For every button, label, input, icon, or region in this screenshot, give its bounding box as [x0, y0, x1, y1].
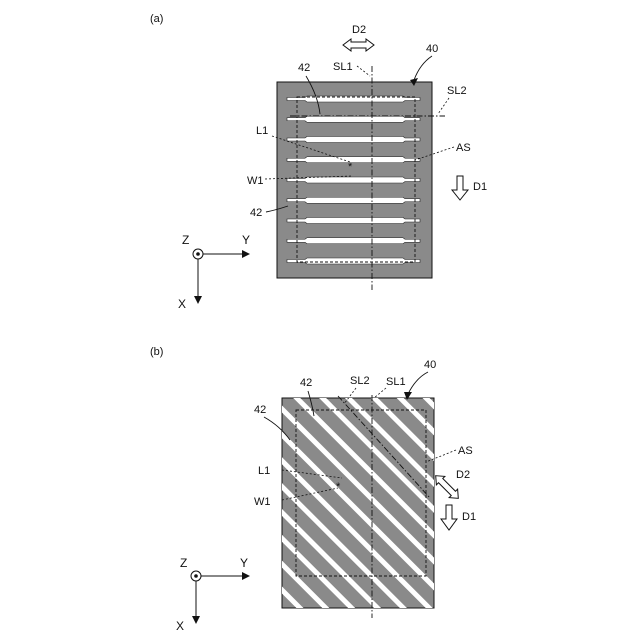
axes-b: Z Y X — [176, 556, 250, 633]
slit-lower-label-a: 42 — [250, 207, 262, 219]
slit-a — [287, 258, 420, 264]
centre-mark-b: * — [336, 481, 341, 493]
leader-40-a — [414, 56, 432, 80]
sl1-label-b: SL1 — [386, 376, 406, 388]
d2-label-b: D2 — [456, 469, 470, 481]
slit-a — [287, 137, 420, 143]
sl1-leader-b — [374, 388, 386, 398]
part-label-b: 40 — [424, 359, 436, 371]
panel-b: (b) * 40 SL2 SL1 42 42 AS — [85, 346, 640, 633]
sl2-label-b: SL2 — [350, 375, 370, 387]
sl2-leader-a — [438, 98, 449, 114]
panel-b-tag: (b) — [150, 346, 163, 358]
d2-label-a: D2 — [352, 24, 366, 36]
w1-label-a: W1 — [247, 175, 264, 187]
sl1-leader-a — [357, 66, 370, 76]
slit-left-label-b: 42 — [254, 404, 266, 416]
l1-label-a: L1 — [256, 125, 268, 137]
axis-z-a: Z — [182, 233, 189, 247]
axis-x-a: X — [178, 297, 186, 311]
d1-label-b: D1 — [462, 511, 476, 523]
slit-a — [287, 157, 420, 163]
slit-label-b: 42 — [300, 377, 312, 389]
d2-arrow-a — [343, 39, 374, 51]
sl1-label-a: SL1 — [333, 61, 353, 73]
centre-mark-a: * — [348, 161, 353, 173]
slit-a — [287, 116, 420, 122]
stripe-b — [421, 393, 640, 613]
axis-y-a: Y — [242, 233, 250, 247]
sl2-label-a: SL2 — [447, 85, 467, 97]
slit-label-a: 42 — [298, 62, 310, 74]
as-label-b: AS — [458, 445, 473, 457]
axis-z-b: Z — [180, 556, 187, 570]
slit-a — [287, 197, 420, 203]
as-label-a: AS — [456, 142, 471, 154]
slit-a — [287, 218, 420, 224]
l1-label-b: L1 — [258, 465, 270, 477]
axes-a: Z Y X — [178, 233, 250, 311]
slits-a — [287, 96, 420, 264]
leader-40-b — [408, 372, 428, 394]
panel-a-tag: (a) — [150, 13, 163, 25]
axis-y-b: Y — [240, 556, 248, 570]
panel-a: (a) * D2 D1 40 SL1 SL2 42 — [150, 13, 487, 311]
part-label-a: 40 — [426, 43, 438, 55]
slit-a — [287, 238, 420, 244]
w1-label-b: W1 — [254, 496, 271, 508]
axis-x-b: X — [176, 619, 184, 633]
d1-label-a: D1 — [473, 181, 487, 193]
d1-arrow-a — [452, 176, 468, 200]
d1-arrow-b — [441, 505, 457, 530]
